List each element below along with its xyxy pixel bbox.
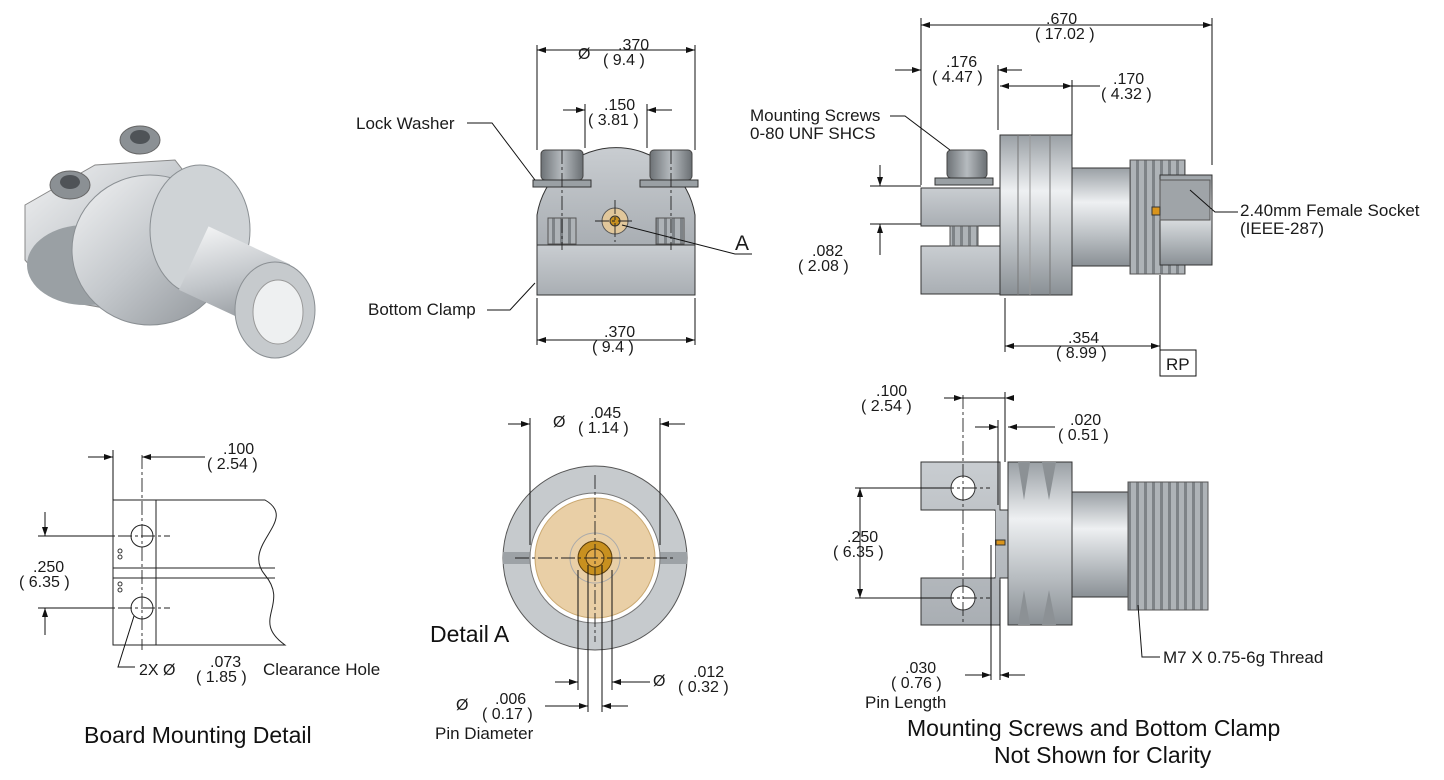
side-view [920,134,1213,296]
clearance-mm: ( 1.85 ) [196,669,247,686]
front-screw-spacing-mm: ( 3.81 ) [588,112,639,129]
side-flange-mm: ( 4.47 ) [932,69,983,86]
detail-a-dimensions [508,418,685,712]
pin-diameter-label: Pin Diameter [435,724,534,743]
board-offset-in: .100 [223,441,254,458]
board-spacing-mm: ( 6.35 ) [19,574,70,591]
side-rp-in: .354 [1068,330,1099,347]
lock-washer-label: Lock Washer [356,114,455,133]
front-screw-spacing-in: .150 [604,97,635,114]
clearance-in: .073 [210,654,241,671]
board-detail-dimensions [38,450,205,668]
front-dia-symbol: Ø [578,46,590,63]
bottom-spacing-in: .250 [847,529,878,546]
detail-pin-outer-in: .012 [693,664,724,681]
side-rp-mm: ( 8.99 ) [1056,345,1107,362]
bottom-gap-mm: ( 0.51 ) [1058,427,1109,444]
detail-pin-dia-mm: ( 0.17 ) [482,706,533,723]
detail-a-view [502,465,688,651]
bottom-clamp-label: Bottom Clamp [368,300,476,319]
detail-a-reference: A [735,232,749,255]
pin-length-label: Pin Length [865,693,946,712]
female-socket-standard: (IEEE-287) [1240,219,1324,238]
bottom-tab-mm: ( 2.54 ) [861,398,912,415]
detail-pin-outer-mm: ( 0.32 ) [678,679,729,696]
side-view-dimensions [870,18,1238,377]
bottom-view-dimensions [855,392,1160,680]
front-view-dimensions [467,45,752,345]
front-view [532,147,699,296]
side-flange-in: .176 [946,54,977,71]
front-top-dia-mm: ( 9.4 ) [603,52,645,69]
side-socket-mm: ( 4.32 ) [1101,86,1152,103]
thread-spec-label: M7 X 0.75-6g Thread [1163,648,1323,667]
board-offset-mm: ( 2.54 ) [207,456,258,473]
mounting-screws-spec: 0-80 UNF SHCS [750,124,876,143]
detail-bore-mm: ( 1.14 ) [578,420,629,437]
bottom-caption-line1: Mounting Screws and Bottom Clamp [907,715,1280,741]
side-overall-mm: ( 17.02 ) [1035,26,1095,43]
detail-pin-dia-in: .006 [495,691,526,708]
board-mounting-detail [95,455,287,650]
clearance-hole-label: Clearance Hole [263,660,380,679]
front-top-dia-in: .370 [618,37,649,54]
bottom-spacing-mm: ( 6.35 ) [833,544,884,561]
detail-a-title: Detail A [430,621,510,647]
pin-length-in: .030 [905,660,936,677]
side-clamp-in: .082 [812,243,843,260]
bottom-caption-line2: Not Shown for Clarity [994,742,1212,768]
female-socket-label: 2.40mm Female Socket [1240,201,1420,220]
side-socket-in: .170 [1113,71,1144,88]
front-bottom-width-mm: ( 9.4 ) [592,339,634,356]
clearance-prefix: 2X Ø [139,662,175,679]
detail-pin-dia-symbol: Ø [456,697,468,714]
rp-label: RP [1166,355,1190,374]
connector-isometric [24,125,316,359]
detail-bore-in: .045 [590,405,621,422]
side-overall-in: .670 [1046,11,1077,28]
pin-length-mm: ( 0.76 ) [891,675,942,692]
board-detail-caption: Board Mounting Detail [84,722,312,748]
front-bottom-width-in: .370 [604,324,635,341]
detail-bore-dia-symbol: Ø [553,414,565,431]
side-clamp-mm: ( 2.08 ) [798,258,849,275]
bottom-gap-in: .020 [1070,412,1101,429]
bottom-tab-in: .100 [876,383,907,400]
detail-pin-outer-symbol: Ø [653,673,665,690]
bottom-view [920,395,1209,626]
board-spacing-in: .250 [33,559,64,576]
mounting-screws-label: Mounting Screws [750,106,880,125]
